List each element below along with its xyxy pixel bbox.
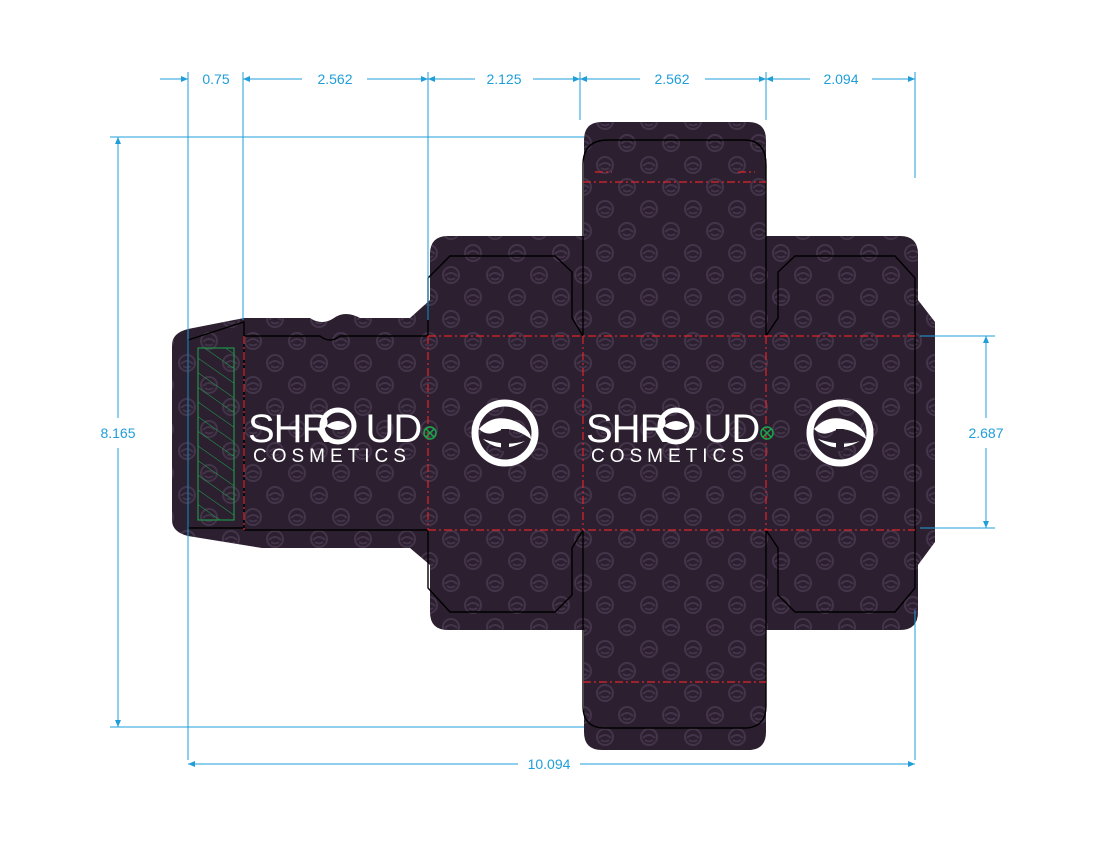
dim-panel-height: 2.687 xyxy=(968,425,1003,441)
shroud-eye-icon xyxy=(471,399,539,467)
dim-total-width: 10.094 xyxy=(528,756,571,772)
box-bleed-outline xyxy=(172,122,935,750)
shroud-eye-icon xyxy=(806,399,874,467)
cut-lines xyxy=(187,139,916,729)
dim-total-height: 8.165 xyxy=(100,425,135,441)
dim-panel-4: 2.094 xyxy=(823,71,858,87)
brand-tagline-1: COSMETICS xyxy=(253,446,411,467)
shroud-eye-icon xyxy=(319,407,357,445)
dim-glue-flap: 0.75 xyxy=(202,71,229,87)
registration-mark-icon xyxy=(760,426,774,440)
shroud-eye-icon xyxy=(657,407,695,445)
glue-area xyxy=(197,347,235,521)
brand-tagline-3: COSMETICS xyxy=(591,446,749,467)
dim-panel-2: 2.125 xyxy=(486,71,521,87)
registration-mark-icon xyxy=(423,426,437,440)
dim-panel-3: 2.562 xyxy=(654,71,689,87)
dimension-annotations: 0.75 2.562 2.125 2.562 2.094 8.165 2.687… xyxy=(100,71,1003,772)
dim-panel-1: 2.562 xyxy=(317,71,352,87)
